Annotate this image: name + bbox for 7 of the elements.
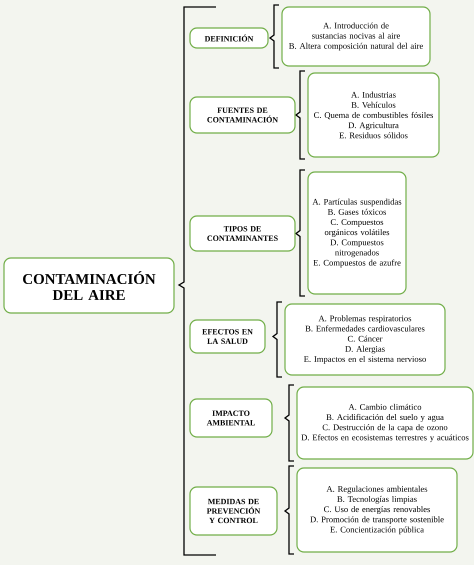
detail-box: A. Partículas suspendidas B. Gases tóxicos C. Compuestos orgánicos volátiles D. Compuestos nitrogenados E. Compuestos de azufre: [307, 171, 407, 295]
detail-box: A. Cambio climático B. Acidificación del suelo y agua C. Destrucción de la capa de ozono D. Efectos en ecosistemas terrestres y acuáticos: [296, 386, 474, 460]
detail-box: A. Introducción de sustancias nocivas al aire B. Altera composición natural del aire: [281, 6, 431, 67]
title-box: CONTAMINACIÓN DEL AIRE: [3, 257, 175, 314]
detail-box: A. Regulaciones ambientales B. Tecnologías limpias C. Uso de energías renovables D. Promoción de transporte sostenible E. Concientización pública: [296, 467, 458, 553]
detail-box: A. Problemas respiratorios B. Enfermedades cardiovasculares C. Cáncer D. Alergias E. Impactos en el sistema nervioso: [284, 303, 446, 376]
detail-box: A. Industrias B. Vehículos C. Quema de combustibles fósiles D. Agricultura E. Residuos sólidos: [307, 72, 440, 158]
